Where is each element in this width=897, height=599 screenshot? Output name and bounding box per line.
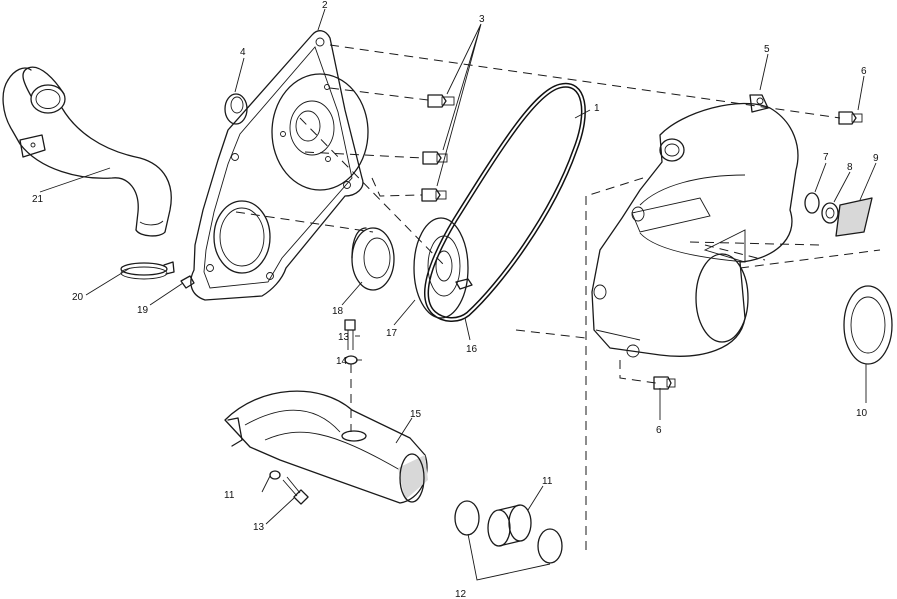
- callout-12: 12: [455, 589, 467, 599]
- callout-2: 2: [322, 0, 328, 11]
- hose-clamp: [120, 261, 175, 280]
- bolts: [421, 94, 455, 202]
- lower-duct: [224, 390, 428, 504]
- callout-10: 10: [856, 408, 868, 419]
- rings-12: [454, 500, 563, 564]
- bushing-8: [821, 202, 839, 224]
- callout-16: 16: [466, 344, 478, 355]
- plug: [180, 275, 195, 289]
- callout-11: 11: [542, 476, 553, 487]
- callout-8: 8: [847, 162, 853, 173]
- washer-7: [804, 192, 820, 214]
- callout-14-upper: 14: [336, 356, 348, 367]
- callout-13-lower: 13: [253, 522, 265, 533]
- callout-1: 1: [594, 103, 600, 114]
- callout-5: 5: [764, 44, 770, 55]
- callout-21: 21: [32, 194, 44, 205]
- bolt-6-bottom: [653, 376, 676, 390]
- sprocket: [413, 217, 473, 319]
- bolt-13-lower: [269, 470, 309, 505]
- callout-4: 4: [240, 47, 246, 58]
- inner-housing: [190, 30, 369, 301]
- callout-3: 3: [479, 14, 485, 25]
- drive-belt: [424, 82, 586, 322]
- callout-18: 18: [332, 306, 344, 317]
- callout-11-lower: 11: [224, 490, 235, 501]
- callout-20: 20: [72, 292, 84, 303]
- sleeve-11: [487, 504, 532, 547]
- callout-7: 7: [823, 152, 829, 163]
- callout-17: 17: [386, 328, 398, 339]
- intake-duct: [2, 66, 172, 237]
- seal-18: [351, 227, 395, 291]
- callout-19: 19: [137, 305, 149, 316]
- callout-labels: 2 3 4 1 5 6 7 8 9 10 6 11 12 13 14 15 11…: [32, 0, 879, 599]
- decal-9: [835, 197, 873, 237]
- alignment-lines: [235, 44, 881, 555]
- disc-10: [843, 285, 893, 365]
- leader-lines: [39, 8, 877, 581]
- callout-6-top: 6: [861, 66, 867, 77]
- callout-9: 9: [873, 153, 879, 164]
- seal: [224, 93, 248, 125]
- callout-6-bottom: 6: [656, 425, 662, 436]
- callout-13-upper: 13: [338, 332, 350, 343]
- bolt-6-top: [838, 111, 863, 125]
- callout-15: 15: [410, 409, 422, 420]
- outer-cover: [591, 94, 799, 358]
